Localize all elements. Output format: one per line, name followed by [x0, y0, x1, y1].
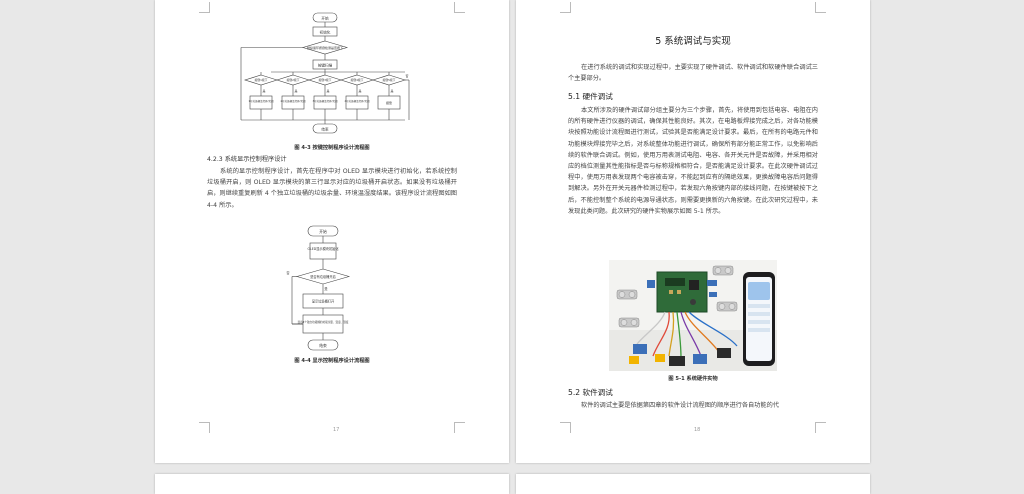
- fc-end: [312, 123, 338, 134]
- chapter-title: 5 系统调试与实现: [655, 36, 731, 47]
- fc-branch-2: [275, 72, 311, 120]
- fc-branch-5: [371, 72, 407, 120]
- crop-mark: [815, 422, 826, 433]
- crop-mark: [560, 2, 571, 13]
- crop-mark: [454, 422, 465, 433]
- fc-branch-label: 按键5按下: [383, 78, 396, 82]
- fc-action-label: 报警: [386, 100, 392, 105]
- fc-end: [307, 339, 339, 351]
- fc-branch-label: 按键3按下: [319, 78, 332, 82]
- fc-scan-label: 按键扫描: [318, 63, 333, 68]
- fc-cond-label: 是否有垃圾桶开启: [310, 274, 336, 279]
- fc-start-label: 开始: [321, 16, 329, 21]
- fc-init-label: OLED显示模块初始化: [307, 246, 339, 251]
- body-paragraph: 软件的调试主要是依据第四章的软件设计流程图的顺序进行各自功能的代: [581, 402, 779, 409]
- fc-action-label: 4号垃圾桶盖打开/关闭: [345, 99, 370, 103]
- fc-yes-label: 是: [390, 88, 393, 93]
- section-heading: 5.2 软件调试: [568, 388, 613, 397]
- fc-end-label: 结束: [321, 127, 329, 132]
- section-heading: 4.2.3 系统显示控制程序设计: [207, 156, 287, 163]
- hardware-photo: [609, 260, 777, 371]
- fc-branch-4: [339, 72, 375, 120]
- fc-action-label: 2号垃圾桶盖打开/关闭: [281, 99, 306, 103]
- crop-mark: [199, 2, 210, 13]
- fc-branch-label: 按键4按下: [351, 78, 364, 82]
- fc-refresh: [302, 314, 344, 334]
- fc-init-label: 初始化: [320, 30, 331, 35]
- fc-yes-label: 是: [324, 286, 328, 291]
- fc-yes-label: 是: [262, 88, 265, 93]
- crop-mark: [560, 422, 571, 433]
- fc-show-label: 显示垃圾桶打开: [312, 299, 335, 304]
- fc-no-label: 否: [286, 271, 290, 275]
- fc-refresh-label: 显示4个独立垃圾桶的垃圾余量、温度、湿度: [298, 320, 349, 324]
- body-paragraph: 在进行系统的调试和实现过程中，主要实现了硬件调试、软件调试和软硬件联合调试三个主…: [568, 64, 818, 83]
- fc-yes-label: 是: [294, 88, 297, 93]
- fc-yes-label: 是: [358, 88, 361, 93]
- next-page-left: [155, 474, 509, 494]
- flowchart-display-control: 开始 OLED显示模块初始化 是否有垃圾桶开启 是 否 显示垃圾桶打开 显示4个…: [286, 225, 351, 351]
- document-page-17: 开始 初始化 继续循环按键检测是否按下 按键扫描 按键1按下 按键2按下 按键3…: [155, 0, 509, 463]
- section-heading: 5.1 硬件调试: [568, 92, 613, 101]
- fc-branch-label: 按键1按下: [255, 78, 268, 82]
- figure-caption: 图 4-4 显示控制程序设计流程图: [294, 358, 370, 364]
- fc-end-label: 结束: [319, 343, 327, 348]
- body-paragraph: 系统的显示控制程序设计，首先在程序中对 OLED 显示模块进行初始化，若系统控制…: [207, 168, 457, 209]
- fc-branch-label: 按键2按下: [287, 78, 300, 82]
- figure-caption: 图 5-1 系统硬件实物: [668, 376, 718, 382]
- fc-yes-label: 是: [326, 88, 329, 93]
- flowchart-button-control: 开始 初始化 继续循环按键检测是否按下 按键扫描 按键1按下 按键2按下 按键3…: [240, 12, 410, 134]
- fc-no-label: 否: [405, 74, 408, 78]
- fc-branch-3: [307, 72, 343, 120]
- next-page-right: [516, 474, 870, 494]
- fc-start-label: 开始: [319, 229, 327, 234]
- crop-mark: [815, 2, 826, 13]
- document-page-18: 5 系统调试与实现 在进行系统的调试和实现过程中，主要实现了硬件调试、软件调试和…: [516, 0, 870, 463]
- page-number: 17: [333, 427, 340, 433]
- page-number: 18: [694, 427, 701, 433]
- fc-action-label: 1号垃圾桶盖打开/关闭: [249, 99, 274, 103]
- fc-action-label: 3号垃圾桶盖打开/关闭: [313, 99, 338, 103]
- figure-caption: 图 4-3 按键控制程序设计流程图: [294, 145, 370, 151]
- body-paragraph: 本文所涉及的硬件调试部分组主要分为三个步骤，首先，将使用到包括电容、电阻在内的所…: [568, 107, 818, 215]
- fc-cond-label: 继续循环按键检测是否按下: [307, 45, 343, 50]
- fc-oled-init: [309, 242, 337, 260]
- crop-mark: [199, 422, 210, 433]
- fc-branch-1: [243, 72, 279, 120]
- crop-mark: [454, 2, 465, 13]
